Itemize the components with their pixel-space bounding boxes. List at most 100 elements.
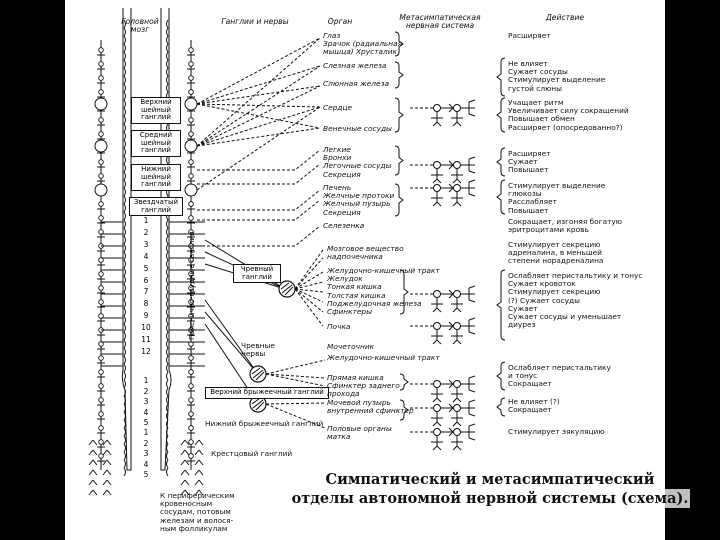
- chain-ganglion: [98, 439, 104, 445]
- spinal-cord-texture: [123, 435, 126, 445]
- spinal-cord-texture: [123, 227, 126, 237]
- postganglionic-fiber: [294, 288, 324, 293]
- metasympathetic-header: Метасимпатическая нервная система: [399, 13, 481, 31]
- effector-terminal: [461, 399, 476, 417]
- thoracic-segment-1: 1: [143, 216, 149, 225]
- effector-terminal: [461, 179, 476, 197]
- effector-terminal: [461, 156, 476, 174]
- chain-ganglion: [188, 271, 194, 277]
- sacral-fiber-sprig: [102, 479, 112, 486]
- sacral-fiber-sprig: [102, 489, 112, 496]
- preganglionic-fiber: [204, 299, 259, 375]
- spinal-cord-texture: [166, 235, 169, 245]
- sacral-fiber-sprig: [88, 449, 98, 456]
- postganglionic-fiber: [197, 189, 321, 211]
- chain-ganglion: [98, 201, 104, 207]
- ganglion-hatching: [280, 282, 294, 296]
- organ-heart: Сердце: [323, 103, 353, 112]
- action-rectum: Ослабляет перистальтику и тонус Сокращае…: [508, 363, 611, 389]
- spinal-cord-texture: [123, 59, 126, 69]
- lower-mesenteric-label: Нижний брыжеечный ганглий: [205, 419, 324, 428]
- slide-caption: Симпатический и метасимпатический отделы…: [260, 470, 720, 508]
- chain-ganglion: [98, 453, 104, 459]
- sacral-fiber-sprig: [180, 439, 190, 446]
- spinal-cord-texture: [123, 99, 126, 109]
- spinal-cord-texture: [123, 307, 126, 317]
- sacral-fiber-sprig: [180, 449, 190, 456]
- spinal-cord-texture: [123, 179, 126, 189]
- sacral-fiber-sprig: [194, 459, 204, 466]
- spinal-cord-texture: [123, 131, 126, 141]
- spinal-cord-texture: [123, 387, 126, 397]
- metasympathetic-neuron-body: [451, 330, 463, 345]
- metasympathetic-neuron: [453, 184, 461, 192]
- upper-mesenteric-label: Верхний брыжеечный ганглий: [205, 387, 329, 399]
- metasympathetic-neuron-body: [431, 412, 443, 427]
- spinal-cord-texture: [166, 379, 169, 389]
- chain-ganglion: [98, 159, 104, 165]
- action-bladder: Не влияет (?) Сокращает: [508, 397, 560, 415]
- chain-ganglion: [98, 61, 104, 67]
- spinal-cord-texture: [166, 219, 169, 229]
- organ-genitals: Половые органы матка: [327, 424, 392, 442]
- spinal-cord-texture: [123, 91, 126, 101]
- action-group-brace: [496, 361, 506, 391]
- spinal-cord-texture: [123, 67, 126, 77]
- lumbar-segment-3: 3: [143, 397, 149, 406]
- cervical-ganglion-node: [184, 139, 198, 153]
- sacral-fiber-sprig: [180, 469, 190, 476]
- metasympathetic-neuron-body: [431, 330, 443, 345]
- spinal-cord-texture: [123, 403, 126, 413]
- diagram-sheet: Головной мозг Ганглии и нервы Орган Мета…: [65, 0, 665, 540]
- thoracic-segment-2: 2: [143, 227, 149, 237]
- organ-group-brace: [394, 97, 404, 133]
- chain-ganglion: [188, 215, 194, 221]
- spinal-cord-texture: [166, 251, 169, 261]
- spinal-cord-texture: [166, 307, 169, 317]
- brain-header: Головной мозг: [121, 17, 159, 35]
- sacral-segment-1: 1: [143, 428, 149, 437]
- chain-ganglion: [98, 383, 104, 389]
- sacral-fiber-sprig: [102, 449, 112, 456]
- spinal-cord-texture: [123, 379, 126, 389]
- spinal-cord-texture: [166, 435, 169, 445]
- chain-ganglion: [188, 397, 194, 403]
- lower-cervical-ganglion: Нижний шейный ганглий: [131, 164, 181, 191]
- spinal-cord-texture: [123, 363, 126, 373]
- postganglionic-fiber: [265, 373, 326, 379]
- metasympathetic-arrow: [441, 403, 454, 413]
- spinal-cord-texture: [123, 195, 126, 205]
- spinal-cord-texture: [123, 323, 126, 333]
- spinal-cord-texture: [166, 331, 169, 341]
- chain-ganglion: [188, 75, 194, 81]
- spinal-cord-right-edge: [160, 8, 172, 471]
- postganglionic-fiber: [196, 103, 321, 129]
- spinal-cord-texture: [123, 411, 126, 421]
- sacral-fiber-sprig: [88, 479, 98, 486]
- sacral-fiber-sprig: [102, 439, 112, 446]
- metasympathetic-neuron: [453, 404, 461, 412]
- effector-terminal: [461, 423, 476, 441]
- spinal-cord-texture: [166, 51, 169, 61]
- spinal-cord-texture: [166, 395, 169, 405]
- spinal-cord-texture: [166, 283, 169, 293]
- metasympathetic-neuron-body: [431, 192, 443, 207]
- metasympathetic-arrow: [441, 103, 454, 113]
- thoracic-segment-6: 6: [143, 275, 149, 285]
- organ-adrenal: Мозговое вещество надпочечника: [327, 244, 404, 262]
- action-group-brace: [496, 397, 506, 417]
- chain-ganglion: [188, 159, 194, 165]
- action-spleen: Сокращает, изгоняя богатую эритроцитами …: [508, 217, 623, 235]
- metasympathetic-neuron: [433, 428, 441, 436]
- spinal-cord-texture: [123, 83, 126, 93]
- postganglionic-fiber: [294, 288, 324, 303]
- sacral-fiber-sprig: [194, 439, 204, 446]
- metasympathetic-neuron-body: [431, 298, 443, 313]
- cervical-ganglion-node: [94, 139, 108, 153]
- ganglion-hatching: [251, 397, 265, 411]
- chain-ganglion: [98, 355, 104, 361]
- periphery-label: К периферическим кровеносным сосудам, по…: [160, 491, 235, 533]
- chain-ganglion: [188, 369, 194, 375]
- preganglionic-fiber: [204, 311, 259, 375]
- spinal-cord-texture: [166, 155, 169, 165]
